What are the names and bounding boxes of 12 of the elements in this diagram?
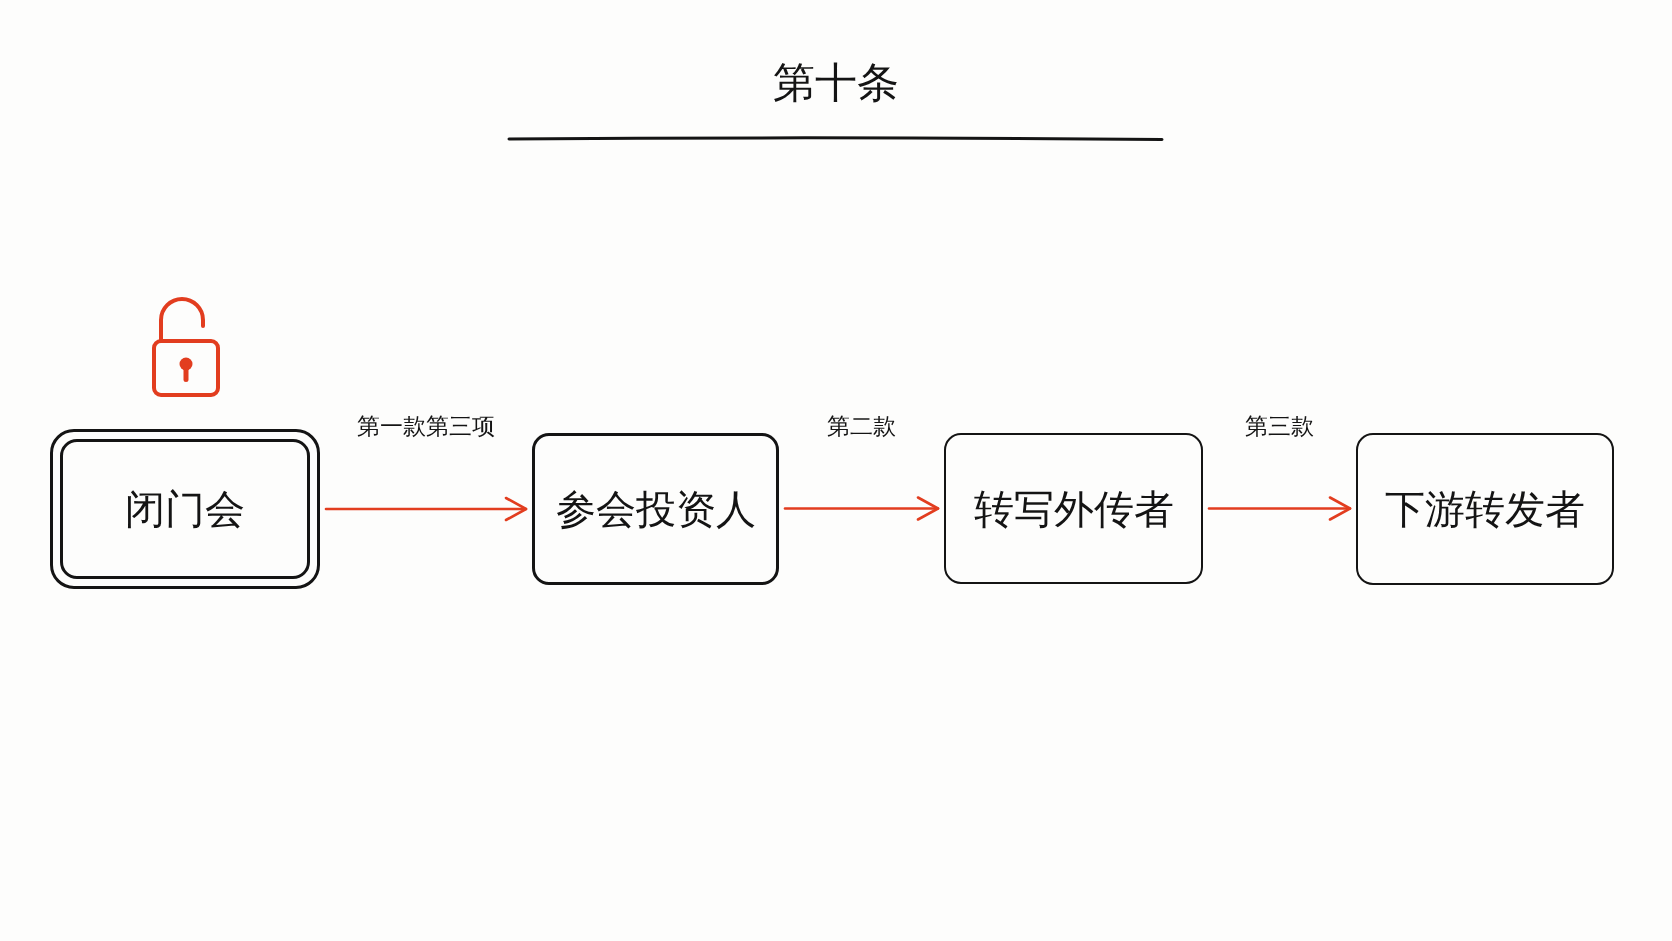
process-box (50, 429, 320, 589)
node-label: 参会投资人 (554, 485, 757, 533)
process-box (532, 433, 779, 585)
node-label: 下游转发者 (1384, 485, 1586, 533)
arrow (1207, 496, 1352, 521)
arrow (783, 496, 940, 521)
process-box (944, 433, 1203, 584)
node-label: 转写外传者 (972, 484, 1175, 533)
diagram-title: 第十条 (773, 58, 899, 109)
process-box (1356, 433, 1614, 585)
node-label: 闭门会 (124, 485, 246, 533)
arrow (324, 496, 528, 522)
